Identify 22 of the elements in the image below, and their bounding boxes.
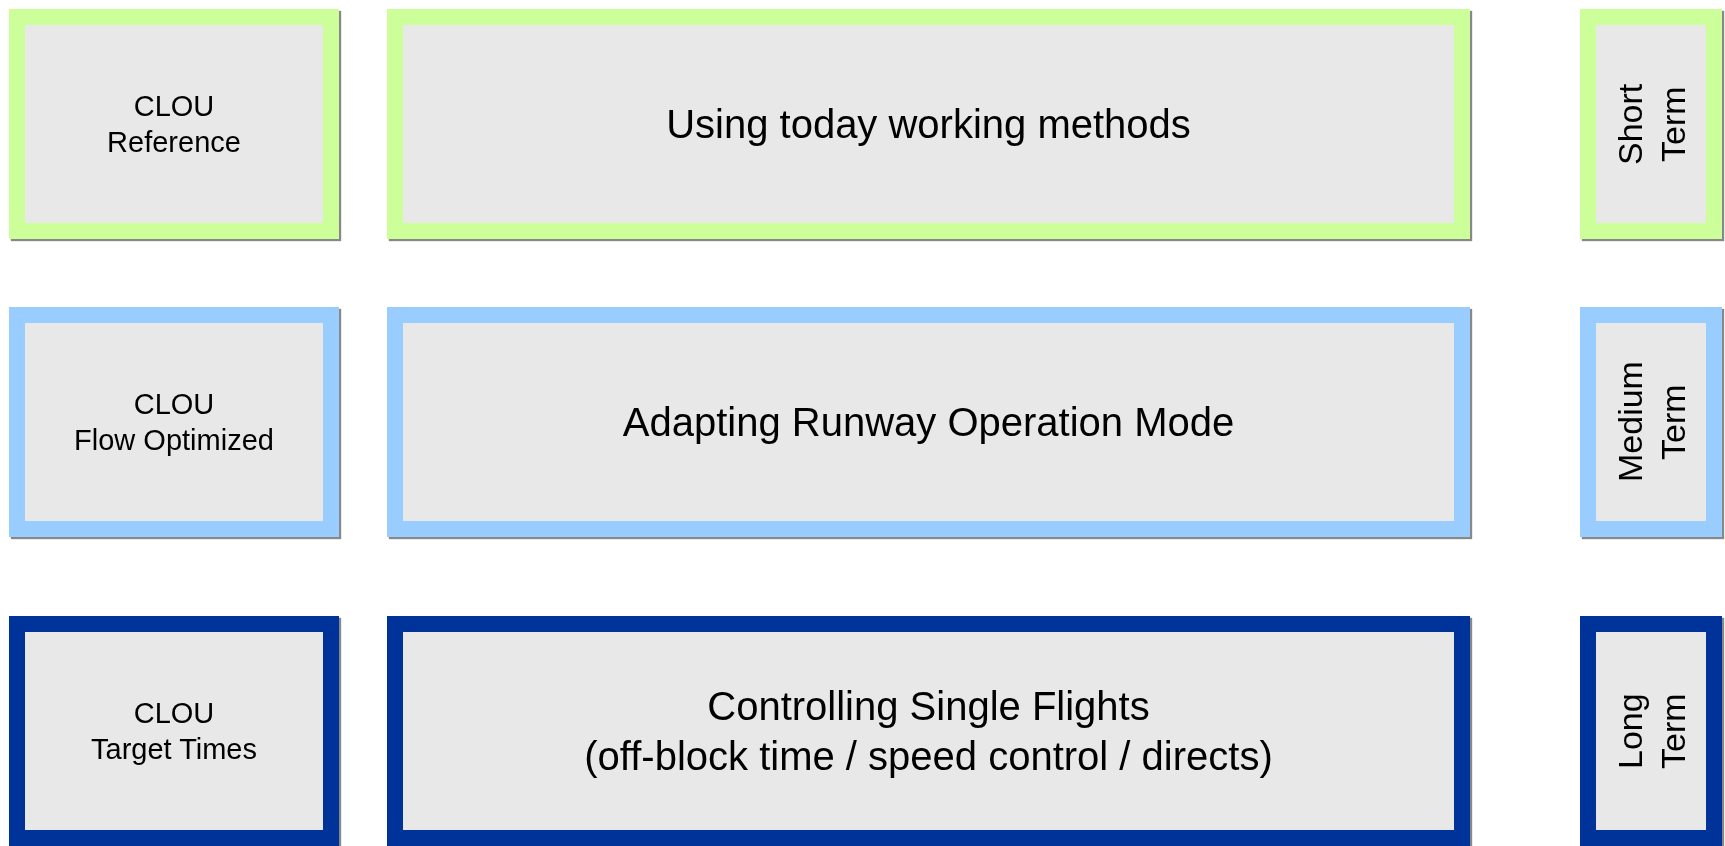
description-box bbox=[387, 307, 1470, 537]
box-subtitle: Target Times bbox=[91, 732, 257, 767]
description-box bbox=[387, 9, 1470, 239]
box-title: Controlling Single Flights bbox=[707, 683, 1150, 730]
box-title: Adapting Runway Operation Mode bbox=[622, 399, 1235, 446]
label-box bbox=[9, 616, 339, 846]
label-box bbox=[9, 307, 339, 537]
description-box bbox=[387, 616, 1470, 846]
box-title: Using today working methods bbox=[666, 101, 1191, 148]
term-box bbox=[1580, 616, 1722, 846]
term-label: Short Term bbox=[1609, 82, 1692, 167]
box-subtitle: Reference bbox=[107, 125, 241, 160]
box-subtitle: (off-block time / speed control / directs) bbox=[584, 733, 1273, 780]
box-title: CLOU bbox=[133, 386, 215, 422]
box-subtitle: Flow Optimized bbox=[74, 423, 274, 458]
box-title: CLOU bbox=[133, 695, 215, 731]
term-box bbox=[1580, 307, 1722, 537]
box-title: CLOU bbox=[133, 88, 215, 124]
term-label: Medium Term bbox=[1609, 360, 1692, 485]
term-label: Long Term bbox=[1609, 692, 1692, 771]
label-box bbox=[9, 9, 339, 239]
term-box bbox=[1580, 9, 1722, 239]
